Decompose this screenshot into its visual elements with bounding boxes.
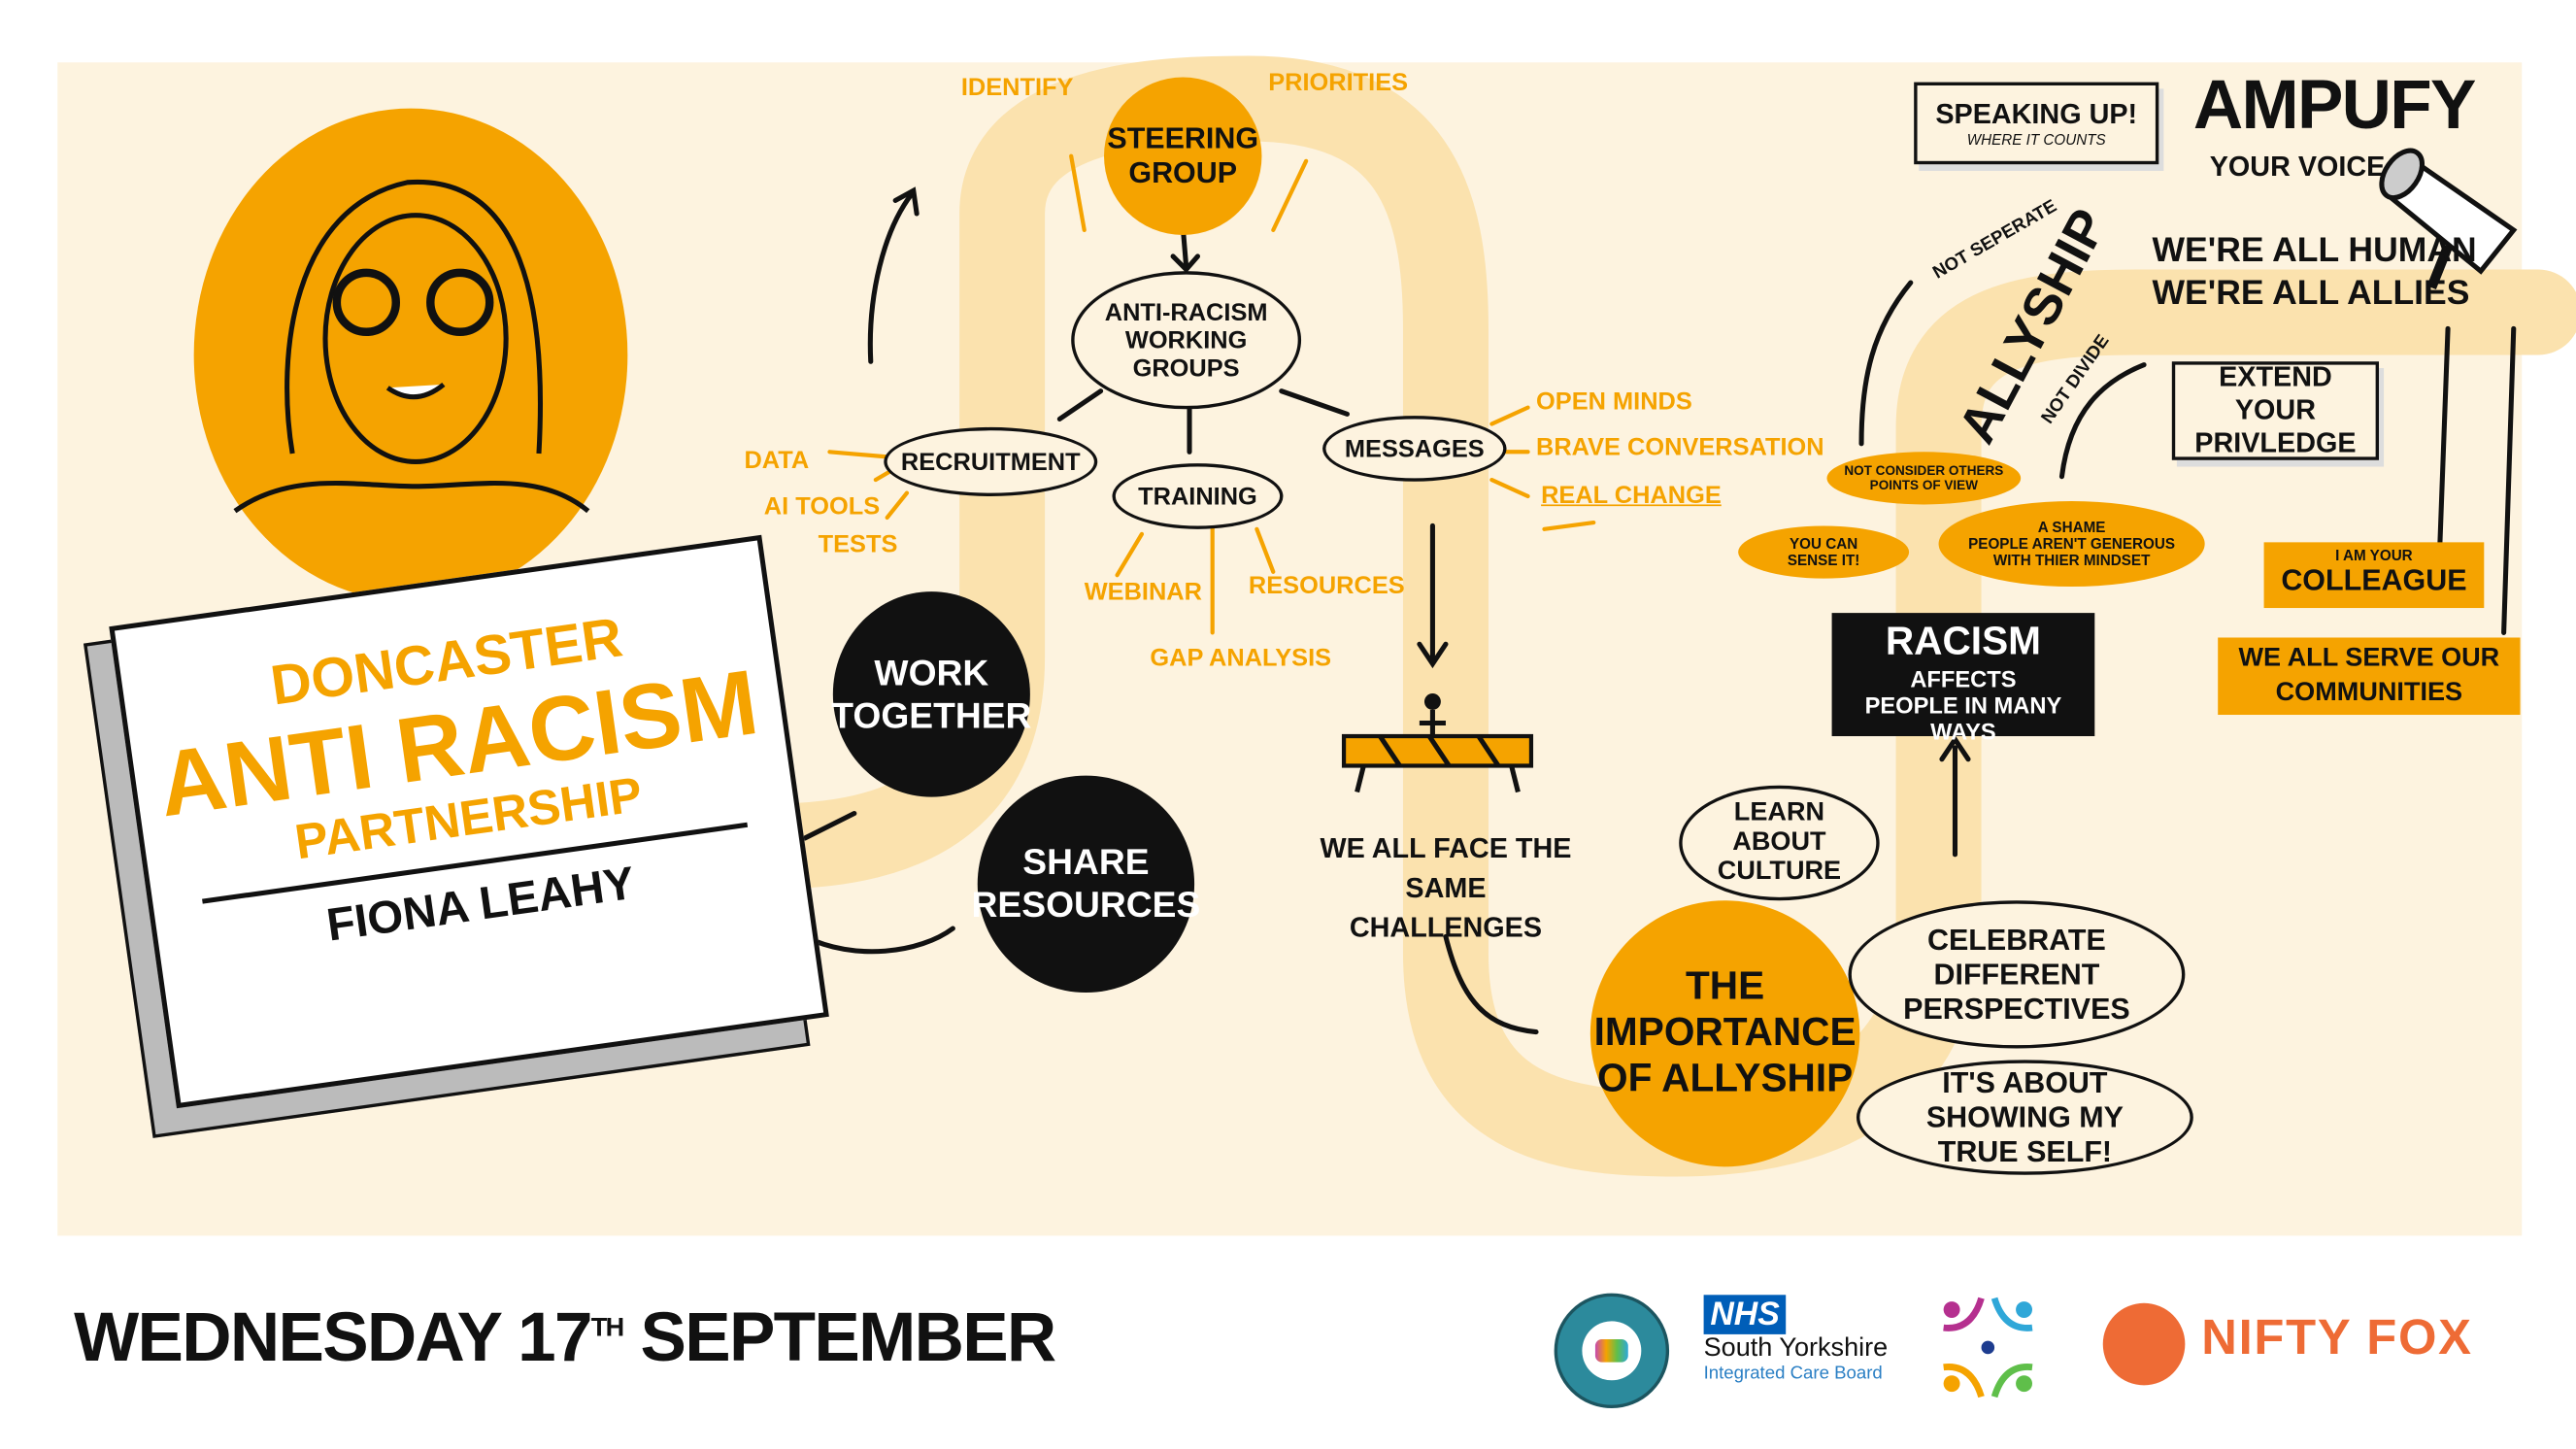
data-label: Data xyxy=(744,447,810,475)
real-change-label: Real Change xyxy=(1541,481,1722,510)
identify-label: Identify xyxy=(960,74,1074,102)
people-experience-seal-logo xyxy=(1554,1293,1670,1409)
nhs-logo: NHS South Yorkshire Integrated Care Boar… xyxy=(1703,1295,1889,1384)
region-map-icon xyxy=(1594,1338,1628,1363)
portrait-illustration xyxy=(233,180,590,514)
training-ellipse: Training xyxy=(1112,463,1284,529)
share-resources-circle: Share Resources xyxy=(972,775,1200,993)
work-together-circle: Work Together xyxy=(831,591,1031,797)
recruitment-ellipse: Recruitment xyxy=(884,426,1098,496)
human-allies-text: We're all human We're all allies xyxy=(2153,230,2477,316)
nhs-board: Integrated Care Board xyxy=(1703,1364,1883,1384)
not-consider-pill: Not consider others points of view xyxy=(1826,452,2022,505)
portrait-circle xyxy=(193,108,628,602)
were-all-human: We're all human xyxy=(2152,231,2477,270)
speaking-up-title: Speaking up! xyxy=(1935,98,2138,130)
racism-subtitle: Affects people in many ways xyxy=(1864,665,2062,745)
amplify-title: Ampufy xyxy=(2192,65,2477,144)
resources-label: Resources xyxy=(1248,571,1405,600)
colleague-box: I am your Colleague xyxy=(2263,542,2485,609)
nifty-fox-logo-text: Nifty Fox xyxy=(2201,1311,2473,1366)
shame-title: A shame xyxy=(2037,519,2106,536)
open-minds-label: Open Minds xyxy=(1536,388,1692,417)
messages-ellipse: Messages xyxy=(1322,416,1507,482)
sense-it-pill: You can sense it! xyxy=(1738,525,1910,579)
true-self-bubble: It's about showing my true self! xyxy=(1856,1060,2193,1175)
celebrate-perspectives-bubble: Celebrate different perspectives xyxy=(1848,900,2186,1049)
speaking-up-box: Speaking up! Where it counts xyxy=(1914,82,2159,165)
date-suffix-th: th xyxy=(590,1314,624,1343)
amplify-subtitle: Your voice xyxy=(2209,151,2386,183)
serve-line1: We all serve our xyxy=(2238,644,2500,673)
speaking-up-sub: Where it counts xyxy=(1966,131,2106,149)
date-month: September xyxy=(640,1297,1057,1376)
learn-culture-bubble: Learn about culture xyxy=(1679,785,1880,901)
webinar-label: Webinar xyxy=(1084,578,1202,607)
colleague-big: Colleague xyxy=(2281,563,2467,597)
date-prefix: Wednesday 17 xyxy=(74,1297,592,1376)
priorities-label: Priorities xyxy=(1268,69,1409,97)
were-all-allies: We're all allies xyxy=(2152,274,2470,313)
colleague-small: I am your xyxy=(2335,547,2413,564)
steering-group-circle: Steering Group xyxy=(1104,77,1262,235)
connector-lines xyxy=(827,153,1596,635)
racism-title: Racism xyxy=(1885,619,2042,664)
gap-analysis-label: Gap Analysis xyxy=(1150,644,1332,673)
nifty-fox-icon xyxy=(2102,1302,2186,1386)
working-groups-ellipse: Anti-Racism Working Groups xyxy=(1071,271,1302,410)
challenges-text: We all face the same challenges xyxy=(1320,832,1572,944)
event-date: Wednesday 17th September xyxy=(74,1297,1057,1377)
nhs-region: South Yorkshire xyxy=(1703,1333,1889,1363)
tests-label: Tests xyxy=(818,530,898,559)
racism-box: Racism Affects people in many ways xyxy=(1831,613,2095,744)
shame-pill: A shame People aren't generous with thie… xyxy=(1938,501,2205,588)
importance-of-allyship-blob: The Importance of Allyship xyxy=(1589,900,1860,1167)
serve-communities-box: We all serve our communities xyxy=(2218,637,2521,716)
arrows xyxy=(802,186,2517,1035)
nhs-badge: NHS xyxy=(1703,1295,1787,1334)
brave-conversation-label: Brave Conversation xyxy=(1536,433,1824,462)
seal-inner xyxy=(1582,1321,1642,1381)
shame-body: People aren't generous with thier mindse… xyxy=(1968,535,2176,569)
extend-privilege-box: Extend your privledge xyxy=(2171,361,2380,460)
ai-tools-label: Ai Tools xyxy=(763,492,881,522)
serve-line2: communities xyxy=(2275,678,2463,707)
